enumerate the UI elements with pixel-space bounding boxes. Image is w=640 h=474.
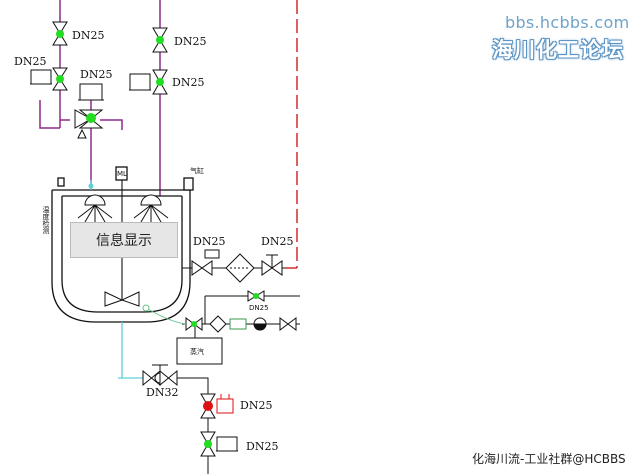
- valve-label-top-mid-1: DN25: [174, 35, 207, 48]
- valve-top-mid-1[interactable]: [152, 27, 168, 53]
- valve-bottom-right-1[interactable]: [185, 317, 203, 331]
- green-node: [142, 304, 150, 312]
- side-tag: 温度检测: [42, 206, 50, 234]
- valve-label-top-left-3: DN25: [80, 68, 113, 81]
- valve-right-1[interactable]: [191, 249, 220, 276]
- valve-label-bottom-main: DN32: [146, 386, 179, 399]
- agitator: [104, 291, 140, 307]
- valve-right-small[interactable]: [247, 290, 265, 302]
- control-valve-actuator[interactable]: [74, 83, 104, 139]
- watermark-footer: 化海川流-工业社群@HCBBS: [472, 450, 626, 467]
- reactor-vessel: [51, 166, 194, 323]
- valve-label-bottom-1: DN25: [240, 399, 273, 412]
- valve-label-top-mid-2: DN25: [172, 76, 205, 89]
- valve-label-right-small: DN25: [249, 304, 269, 312]
- info-display-panel[interactable]: 信息显示: [70, 222, 178, 258]
- cyan-pipes: [90, 180, 145, 379]
- steam-tag: 蒸汽: [190, 348, 204, 356]
- valve-label-right-1: DN25: [193, 235, 226, 248]
- valve-label-bottom-2: DN25: [246, 440, 279, 453]
- green-connector: [145, 307, 187, 325]
- strainer-box[interactable]: [229, 318, 247, 330]
- steam-box[interactable]: [176, 337, 223, 365]
- spray-nozzle-left: [77, 194, 113, 224]
- valve-top-left-2[interactable]: [30, 67, 68, 91]
- valve-label-top-left-2: DN25: [14, 55, 47, 68]
- level-tag: ML: [117, 170, 127, 178]
- valve-bottom-2[interactable]: [200, 431, 238, 457]
- bottom-pipes: [177, 377, 209, 474]
- valve-top-mid-2[interactable]: [129, 69, 168, 95]
- filter-diamond-2[interactable]: [209, 315, 227, 333]
- valve-top-left-1[interactable]: [52, 21, 68, 46]
- valve-label-top-left-1: DN25: [72, 29, 105, 42]
- valve-bottom-main[interactable]: [142, 364, 178, 387]
- gas-tag: 气缸: [190, 167, 204, 175]
- watermark-url: bbs.hcbbs.com: [505, 13, 630, 32]
- cyan-dot: [88, 183, 94, 189]
- watermark-site-name: 海川化工论坛: [492, 38, 624, 62]
- valve-right-2[interactable]: [261, 254, 283, 276]
- spray-nozzle-right: [133, 194, 169, 224]
- valve-label-right-2: DN25: [261, 235, 294, 248]
- filter-diamond[interactable]: [225, 253, 255, 283]
- trap-icon[interactable]: [253, 317, 267, 331]
- valve-bottom-1[interactable]: [200, 393, 234, 419]
- valve-bottom-right-2[interactable]: [279, 317, 297, 331]
